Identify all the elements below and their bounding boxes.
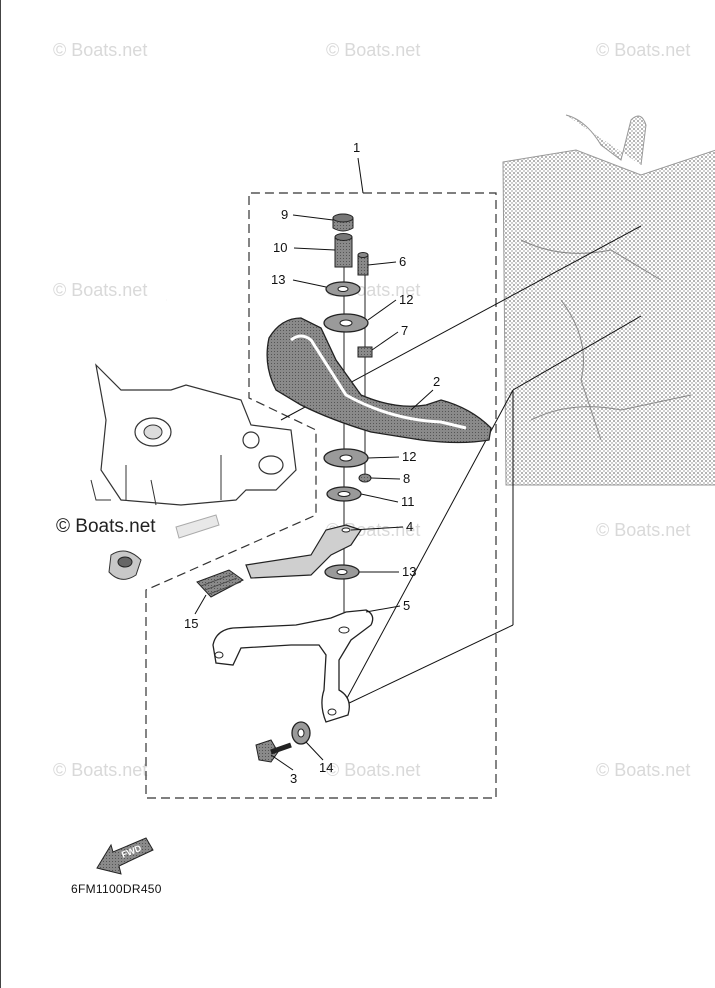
callout-13: 13 <box>402 564 416 579</box>
watermark: © Boats.net <box>596 40 690 60</box>
watermark: © Boats.net <box>326 760 420 780</box>
watermark: © Boats.net <box>53 760 147 780</box>
callout-6: 6 <box>399 254 406 269</box>
callout-12: 12 <box>399 292 413 307</box>
callout-12: 12 <box>402 449 416 464</box>
callout-15: 15 <box>184 616 198 631</box>
callout-1: 1 <box>353 140 360 155</box>
assembly-boundaries <box>145 192 497 799</box>
callouts: 1 2 3 4 5 6 7 8 9 10 11 12 12 13 13 14 1 <box>184 140 440 786</box>
diagram-code: 6FM1100DR450 <box>71 882 162 896</box>
watermark: © Boats.net <box>596 760 690 780</box>
callout-9: 9 <box>281 207 288 222</box>
callout-10: 10 <box>273 240 287 255</box>
callout-7: 7 <box>401 323 408 338</box>
part-12-plate <box>323 313 369 333</box>
watermark: © Boats.net <box>596 520 690 540</box>
part-4-link <box>245 524 362 579</box>
part-3-bolt <box>255 739 292 763</box>
watermark: © Boats.net <box>326 40 420 60</box>
callout-13: 13 <box>271 272 285 287</box>
part-15-pad <box>196 569 244 598</box>
part-11-washer <box>326 486 362 502</box>
watermark: © Boats.net <box>53 280 147 300</box>
part-5-lever <box>212 609 374 723</box>
part-13-washer <box>325 281 361 297</box>
callout-2: 2 <box>433 374 440 389</box>
part-6-bolt <box>357 252 369 276</box>
part-12-plate <box>323 448 369 468</box>
part-13-washer <box>324 564 360 580</box>
alignment-lines <box>280 225 642 706</box>
engine-context-ghost <box>502 114 715 486</box>
callout-3: 3 <box>290 771 297 786</box>
forward-arrow-icon: FWD <box>96 837 154 875</box>
part-7-nut <box>357 346 373 358</box>
part-14-washer <box>291 721 311 745</box>
watermark: © Boats.net <box>53 40 147 60</box>
callout-8: 8 <box>403 471 410 486</box>
callout-4: 4 <box>406 519 413 534</box>
bracket-context-ghost <box>90 363 297 580</box>
watermark-strong: © Boats.net <box>56 516 156 537</box>
part-2-arm <box>266 317 492 444</box>
callout-14: 14 <box>319 760 333 775</box>
part-10-collar <box>334 233 353 268</box>
part-9-cap <box>332 213 354 232</box>
callout-5: 5 <box>403 598 410 613</box>
part-8-nut <box>358 473 372 483</box>
callout-11: 11 <box>401 494 415 509</box>
